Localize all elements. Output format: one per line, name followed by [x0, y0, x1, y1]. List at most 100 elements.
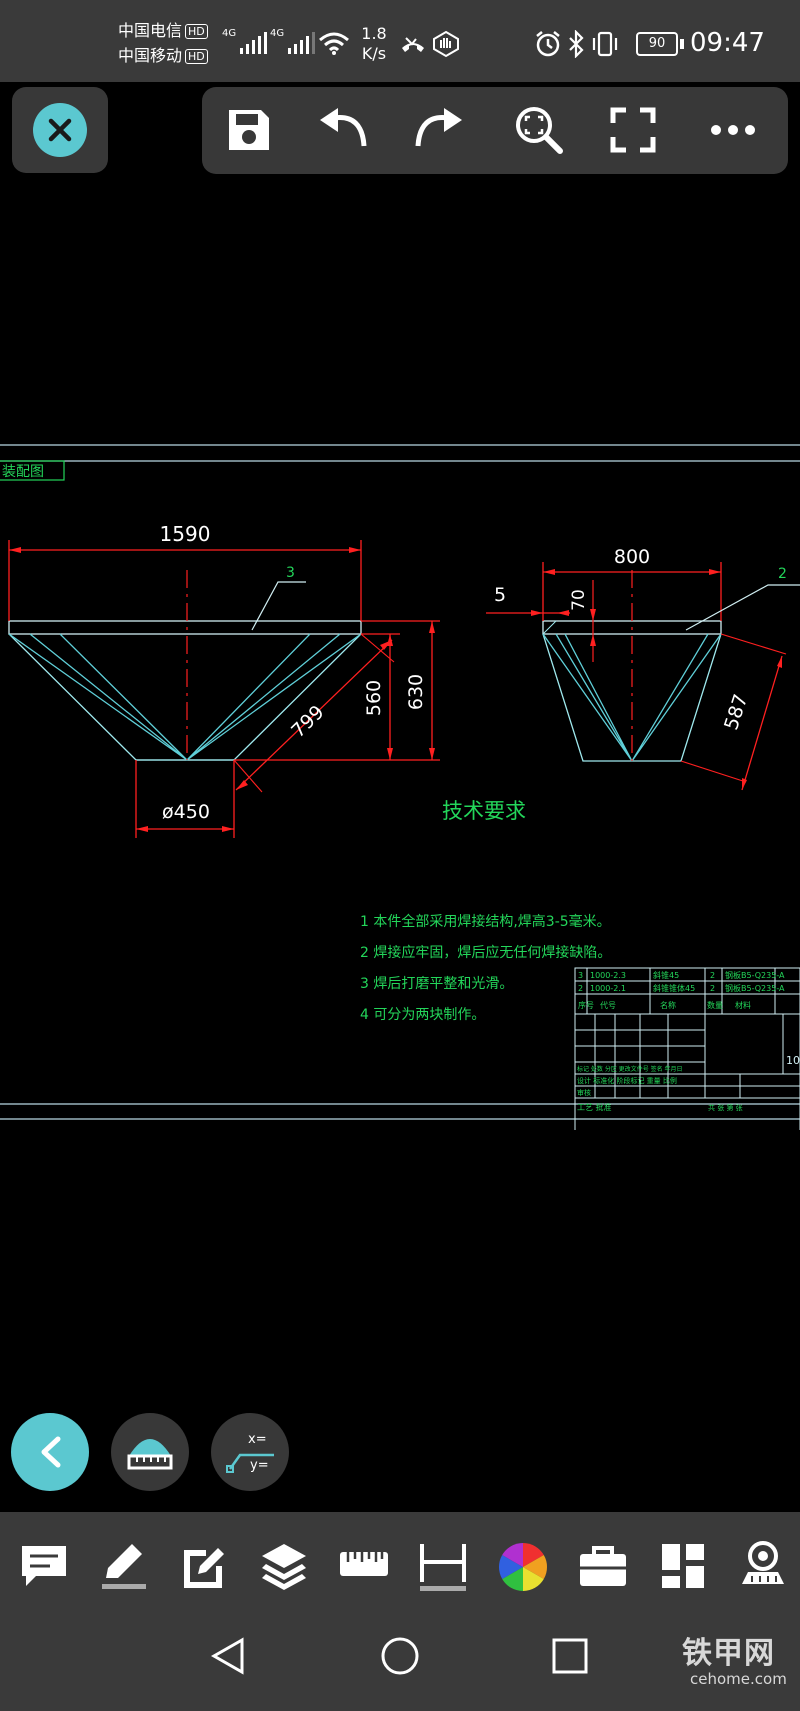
- bom-header-name: 名称: [660, 1000, 676, 1010]
- save-button[interactable]: [222, 103, 276, 157]
- back-button[interactable]: [11, 1413, 89, 1491]
- edit-button[interactable]: [180, 1542, 228, 1594]
- title-block-row-4: 工艺 批准: [577, 1102, 612, 1112]
- bom-row-2-no: 2: [578, 984, 583, 993]
- coordinate-button[interactable]: x= y=: [211, 1413, 289, 1491]
- nav-home-button[interactable]: [380, 1636, 420, 1680]
- more-icon: [711, 125, 755, 135]
- blocks-icon: [662, 1544, 704, 1588]
- alarm-icon: [536, 31, 560, 57]
- bluetooth-icon: [569, 30, 584, 58]
- nav-home-icon: [381, 1637, 419, 1675]
- measure-icon: [127, 1439, 173, 1470]
- blocks-button[interactable]: [660, 1542, 708, 1594]
- title-block-row-3: 审核: [577, 1088, 591, 1097]
- bom-row-1-qty: 2: [710, 971, 715, 980]
- color-button[interactable]: [498, 1542, 548, 1596]
- fullscreen-button[interactable]: [606, 103, 660, 157]
- nav-back-icon: [210, 1637, 244, 1675]
- save-icon: [229, 110, 269, 150]
- chevron-left-icon: [41, 1436, 61, 1468]
- tech-note-2: 2 焊接应牢固，焊后应无任何焊接缺陷。: [360, 944, 611, 961]
- zoom-extent-button[interactable]: [512, 103, 566, 157]
- toolbox-icon: [580, 1546, 626, 1586]
- nav-back-button[interactable]: [210, 1636, 248, 1680]
- bom-header-material: 材料: [735, 1000, 751, 1010]
- robot-button[interactable]: [738, 1540, 788, 1594]
- bom-row-1-code: 1000-2.3: [590, 971, 626, 980]
- tech-requirements-title: 技术要求: [442, 799, 526, 823]
- pen-button[interactable]: [100, 1540, 148, 1596]
- right-view: 800 70 5 2 587: [486, 546, 800, 791]
- title-block-row-1: 标记 处数 分区 更改文件号 签名 年月日: [577, 1065, 683, 1073]
- wifi-icon: [319, 32, 349, 55]
- drawing-canvas[interactable]: 装配图 1590 3 ø450 799 560: [0, 430, 800, 1130]
- hand-icon: [433, 30, 459, 58]
- dim-right-side: 5: [494, 584, 506, 606]
- close-icon: [48, 118, 72, 142]
- watermark-url: cehome.com: [690, 1670, 787, 1688]
- dim-right-slant: 587: [720, 692, 752, 733]
- ruler-button[interactable]: [338, 1548, 390, 1586]
- bottom-toolbar: 铁甲网 cehome.com: [0, 1512, 800, 1711]
- comment-icon: [22, 1546, 66, 1586]
- layers-button[interactable]: [260, 1542, 308, 1594]
- bom-row-2-code: 1000-2.1: [590, 984, 626, 993]
- edit-icon: [184, 1548, 224, 1588]
- toolbox-button[interactable]: [578, 1544, 628, 1594]
- ruler-icon: [340, 1552, 388, 1576]
- tech-note-3: 3 焊后打磨平整和光滑。: [360, 975, 513, 992]
- vibrate-icon: [592, 31, 618, 57]
- nav-recents-button[interactable]: [552, 1638, 588, 1678]
- bom-row-2-name: 斜锥锥体45: [653, 983, 695, 993]
- close-button[interactable]: [33, 103, 87, 157]
- undo-button[interactable]: [316, 103, 370, 157]
- close-panel: [12, 87, 108, 173]
- color-wheel-icon: [498, 1543, 548, 1591]
- dim-left-height-outer: 630: [405, 674, 427, 710]
- call-missed-icon: [402, 37, 424, 52]
- title-block-row-5: 共 张 第 张: [708, 1103, 743, 1112]
- layers-icon: [262, 1544, 306, 1590]
- pen-icon: [102, 1544, 146, 1589]
- nav-recents-icon: [552, 1638, 588, 1674]
- dimension-icon: [420, 1544, 466, 1591]
- left-view: 1590 3 ø450 799 560 630: [8, 522, 440, 838]
- tech-note-1: 1 本件全部采用焊接结构,焊高3-5毫米。: [360, 913, 611, 930]
- title-block-row-2: 设计 标准化 阶段标记 重量 比例: [577, 1076, 677, 1085]
- bom-header-code: 代号: [600, 1000, 616, 1010]
- dim-left-width: 1590: [160, 522, 211, 546]
- battery-indicator: 90: [636, 32, 678, 56]
- measure-button[interactable]: [111, 1413, 189, 1491]
- title-block: [574, 967, 800, 1130]
- zoom-extent-icon: [516, 107, 563, 154]
- redo-icon: [415, 108, 462, 147]
- coord-x-label: x=: [248, 1432, 267, 1447]
- tech-note-4: 4 可分为两块制作。: [360, 1007, 485, 1023]
- undo-icon: [320, 108, 367, 147]
- right-part-label: 2: [778, 566, 787, 582]
- dim-left-height-inner: 560: [363, 680, 385, 716]
- dim-right-width: 800: [614, 546, 650, 568]
- dimension-button[interactable]: [418, 1542, 468, 1598]
- bom-row-1-name: 斜锥45: [653, 970, 679, 980]
- battery-tip: [680, 39, 684, 49]
- comment-button[interactable]: [20, 1544, 68, 1592]
- fullscreen-icon: [610, 107, 656, 153]
- bom-row-2-material: 钢板B5-Q235-A: [725, 983, 785, 993]
- bom-row-2-qty: 2: [710, 984, 715, 993]
- dim-right-top: 70: [569, 589, 589, 611]
- more-button[interactable]: [706, 103, 760, 157]
- watermark-brand: 铁甲网: [682, 1636, 775, 1671]
- robot-icon: [742, 1541, 784, 1584]
- bom-header-qty: 数量: [707, 1000, 723, 1010]
- redo-button[interactable]: [412, 103, 466, 157]
- bom-header-no: 序号: [578, 1000, 594, 1010]
- left-part-label: 3: [286, 565, 295, 581]
- clock: 09:47: [690, 28, 765, 58]
- drawing-tab-label: 装配图: [2, 464, 44, 480]
